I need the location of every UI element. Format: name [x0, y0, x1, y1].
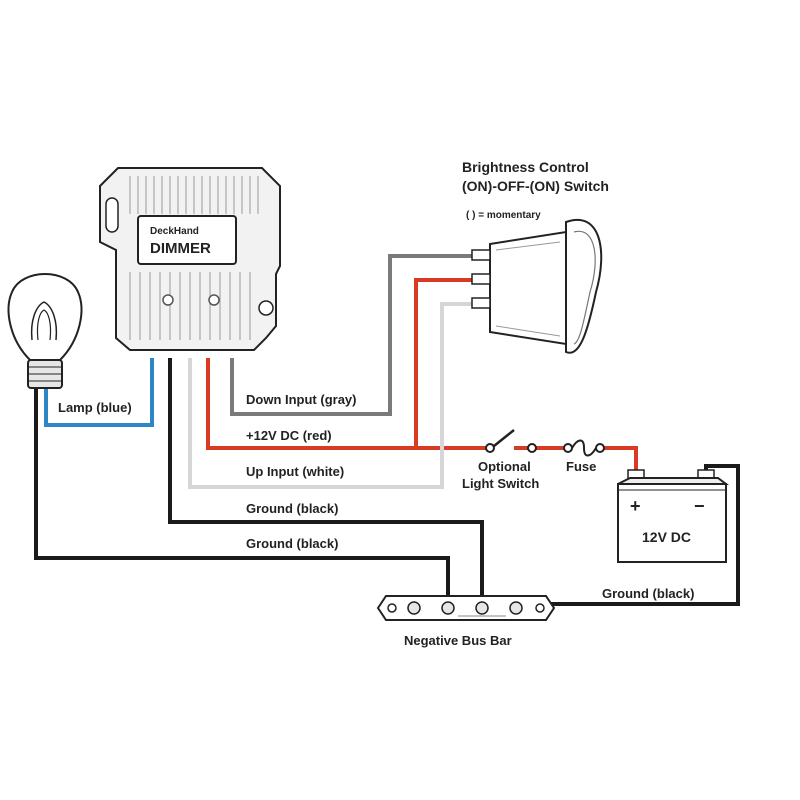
rocker-switch [471, 218, 603, 354]
power-wire-label: +12V DC (red) [246, 428, 332, 443]
power-wire-riser [414, 278, 490, 448]
negative-bus-bar [376, 595, 556, 621]
down-input-label: Down Input (gray) [246, 392, 357, 407]
light-switch [485, 429, 537, 453]
switch-title-line2: (ON)-OFF-(ON) Switch [462, 178, 609, 194]
down-input-wire [230, 254, 490, 416]
bus-bar-label: Negative Bus Bar [404, 633, 512, 648]
switch-note: ( ) = momentary [466, 210, 541, 221]
lamp-wire [44, 358, 154, 427]
light-switch-label-line2: Light Switch [462, 476, 539, 491]
ground-label-dimmer: Ground (black) [246, 501, 338, 516]
power-wire [206, 358, 486, 450]
ground-wire-dimmer [168, 358, 484, 600]
ground-label-battery: Ground (black) [602, 586, 694, 601]
battery-label: 12V DC [642, 529, 691, 545]
light-switch-label-line1: Optional [478, 459, 531, 474]
fuse [563, 439, 605, 457]
lamp-wire-label: Lamp (blue) [58, 400, 132, 415]
dimmer-brand: DeckHand [150, 226, 199, 237]
fuse-label: Fuse [566, 459, 596, 474]
ground-wire-lamp [34, 386, 450, 600]
dimmer-module: DeckHand DIMMER [99, 167, 281, 351]
battery-minus: − [694, 496, 705, 516]
lamp [7, 273, 83, 389]
up-input-wire [188, 302, 490, 489]
battery-plus: + [630, 496, 641, 516]
switch-title-line1: Brightness Control [462, 159, 589, 175]
up-input-label: Up Input (white) [246, 464, 344, 479]
ground-label-lamp: Ground (black) [246, 536, 338, 551]
power-wire-to-battery [602, 446, 638, 470]
dimmer-name: DIMMER [150, 240, 211, 257]
battery [617, 469, 729, 563]
